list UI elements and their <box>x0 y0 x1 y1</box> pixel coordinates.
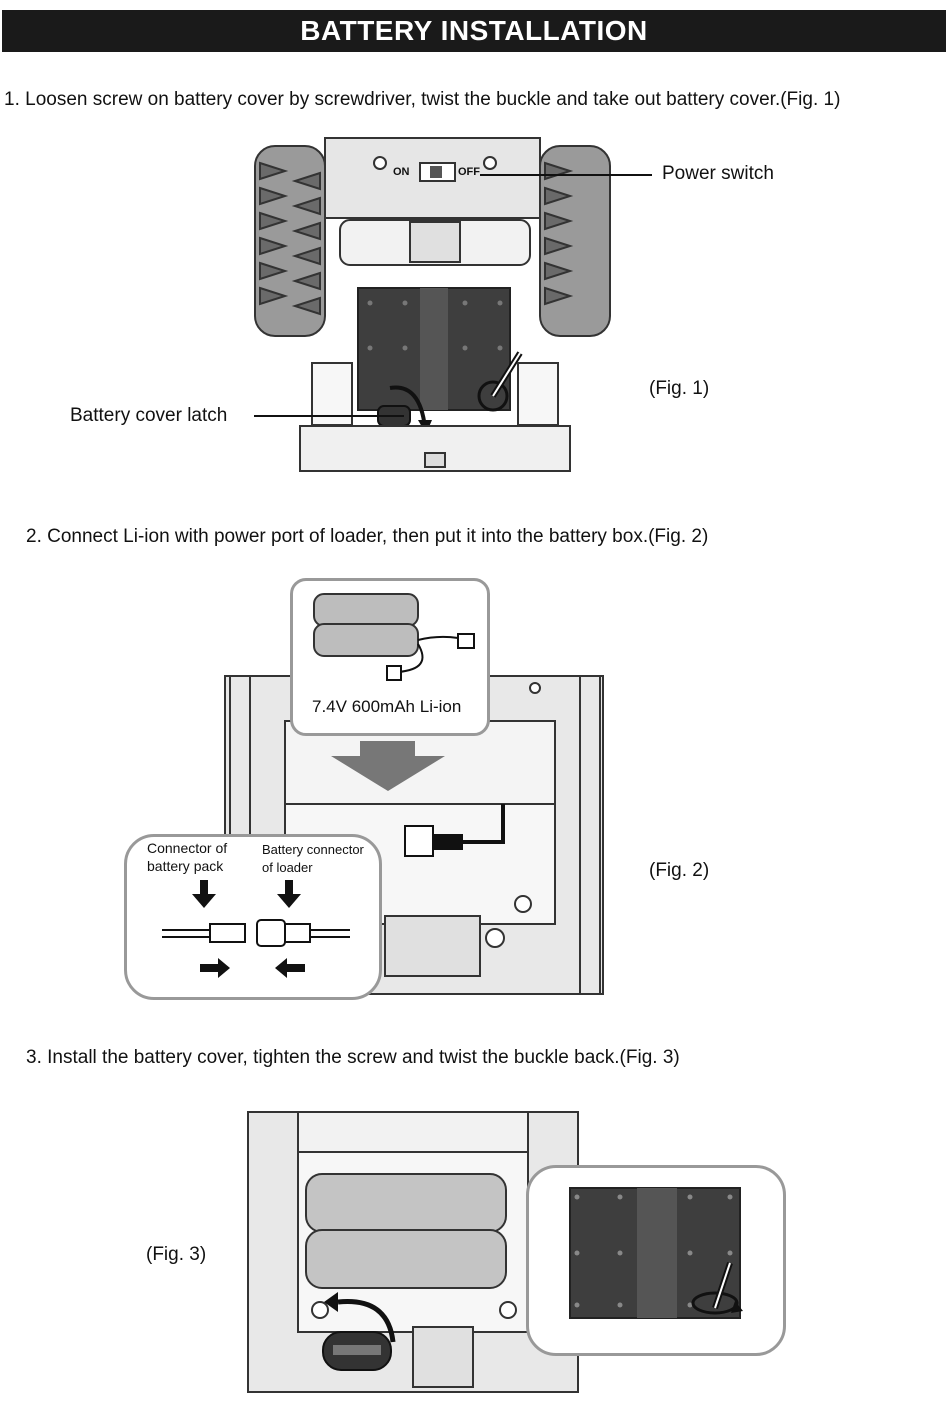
connector-pack-label-line1: Connector of <box>147 840 228 856</box>
connector-loader-label-line1: Battery connector <box>262 842 364 857</box>
switch-off-label: OFF <box>458 166 480 178</box>
battery-cover-zoom <box>569 1187 743 1319</box>
fig2-label: (Fig. 2) <box>649 860 710 881</box>
battery-cover-latch-callout: Battery cover latch <box>70 405 228 426</box>
connector-diagram <box>162 880 350 978</box>
connector-loader-label-line2: of loader <box>262 860 313 875</box>
connector-bubble <box>124 834 382 1000</box>
step-1-text: 1. Loosen screw on battery cover by scre… <box>4 89 841 110</box>
fig3-illustration <box>247 1111 579 1393</box>
fig3-label: (Fig. 3) <box>146 1244 207 1265</box>
step-2-text: 2. Connect Li-ion with power port of loa… <box>26 526 709 547</box>
latch-leader-line <box>254 415 404 417</box>
battery-spec-label: 7.4V 600mAh Li-ion <box>312 697 462 716</box>
fig1-illustration <box>254 137 611 472</box>
fig1-label: (Fig. 1) <box>649 378 710 399</box>
battery-pack-icon <box>313 593 475 681</box>
switch-on-label: ON <box>393 166 410 178</box>
step-3-text: 3. Install the battery cover, tighten th… <box>26 1047 680 1068</box>
power-switch-callout: Power switch <box>662 163 774 184</box>
power-switch-leader-line <box>480 174 652 176</box>
connector-pack-label-line2: battery pack <box>147 858 224 874</box>
page-title: BATTERY INSTALLATION <box>2 10 946 52</box>
